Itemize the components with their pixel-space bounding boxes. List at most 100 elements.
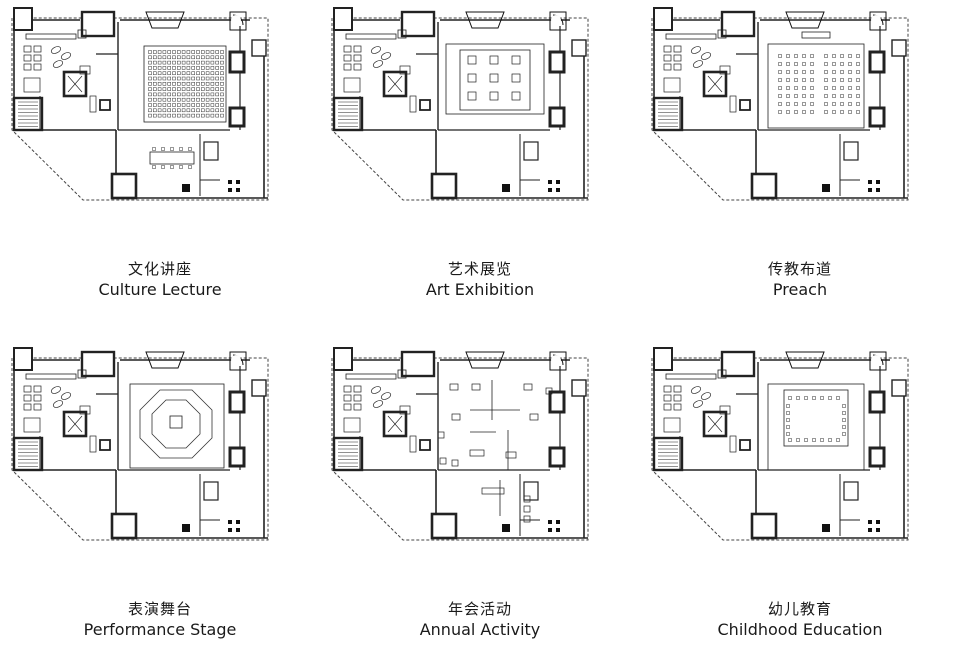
cafe-table [52,60,64,68]
lounge-seat [663,403,672,411]
seat [840,110,844,114]
seat [157,97,162,102]
lounge-seat [33,385,42,393]
seat [191,71,195,75]
reception-desk [665,373,717,380]
seat [832,86,836,90]
seat [205,97,210,102]
stair-box-north [720,350,756,378]
lounge-seat [673,403,682,411]
seat [191,76,195,81]
door-pier [99,99,111,111]
floor-plan-childhood-education [651,347,909,541]
seat [810,54,814,58]
booth [505,451,517,459]
seat [856,86,860,90]
kiosk [397,369,407,379]
seat [172,60,176,65]
seat [153,60,157,65]
cafe-table [380,52,392,60]
lounge-seat [23,63,32,71]
seat [786,110,790,114]
seat [832,70,836,74]
seat [210,76,215,81]
seat [157,92,162,97]
sofa-set [23,77,41,93]
seat [220,71,224,75]
lounge-seat [23,385,32,393]
seat [840,94,844,98]
seat [778,78,782,82]
lounge-seat [673,45,682,53]
seat [167,92,171,97]
seat [172,97,176,102]
seat [179,147,183,151]
east-niche [251,379,267,397]
seat [786,432,790,436]
lounge-seat [673,385,682,393]
seat [802,70,806,74]
seat [201,113,205,118]
site-boundary [331,17,589,201]
cafe-table [372,60,384,68]
display-plinth [489,73,499,83]
seat [157,55,162,60]
seat [794,78,798,82]
seat [148,103,152,107]
seat [181,82,186,86]
booth [523,383,533,391]
column-pier [822,184,830,192]
seat [786,425,790,429]
display-plinth [467,55,477,65]
lounge-seat [353,394,362,402]
seat [196,50,200,54]
seat [153,66,157,70]
stair-box-south [430,172,458,200]
seat [162,60,167,65]
lower-niche [203,141,219,161]
seat [191,60,195,65]
seat [848,78,852,82]
sanctuary-area [767,43,865,129]
seat [172,82,176,86]
cafe-table [52,400,64,408]
stair-box-south [110,512,138,540]
seat [153,55,157,60]
seat [181,87,186,91]
seat [215,92,219,97]
plan-title-cn: 文化讲座 [127,260,192,278]
seat [848,110,852,114]
seat [177,97,181,102]
lower-niche [523,481,539,501]
sofa-set [23,417,41,433]
seat [186,76,191,81]
seat [824,110,828,114]
reception-desk [345,373,397,380]
seat [786,78,790,82]
seat [162,108,167,113]
seat [191,87,195,91]
plan-card-art-exhibition: 艺术展览 Art Exhibition [320,0,640,324]
lounge-seat [23,54,32,62]
seat [148,87,152,91]
seat [210,113,215,118]
kiosk [397,29,407,39]
seat [167,113,171,118]
seat [162,92,167,97]
seat [848,94,852,98]
lounge-seat [343,45,352,53]
seat [172,55,176,60]
kiosk [717,29,727,39]
seating-ring [139,389,213,459]
seat [170,147,174,151]
bench [89,95,97,113]
seat [804,438,808,442]
floor-plan-annual-activity [331,347,589,541]
seat [196,71,200,75]
seat [181,60,186,65]
lounge-seat [673,54,682,62]
seat [172,92,176,97]
seat [201,60,205,65]
corner-tower-nw [13,7,33,31]
bench [729,435,737,453]
